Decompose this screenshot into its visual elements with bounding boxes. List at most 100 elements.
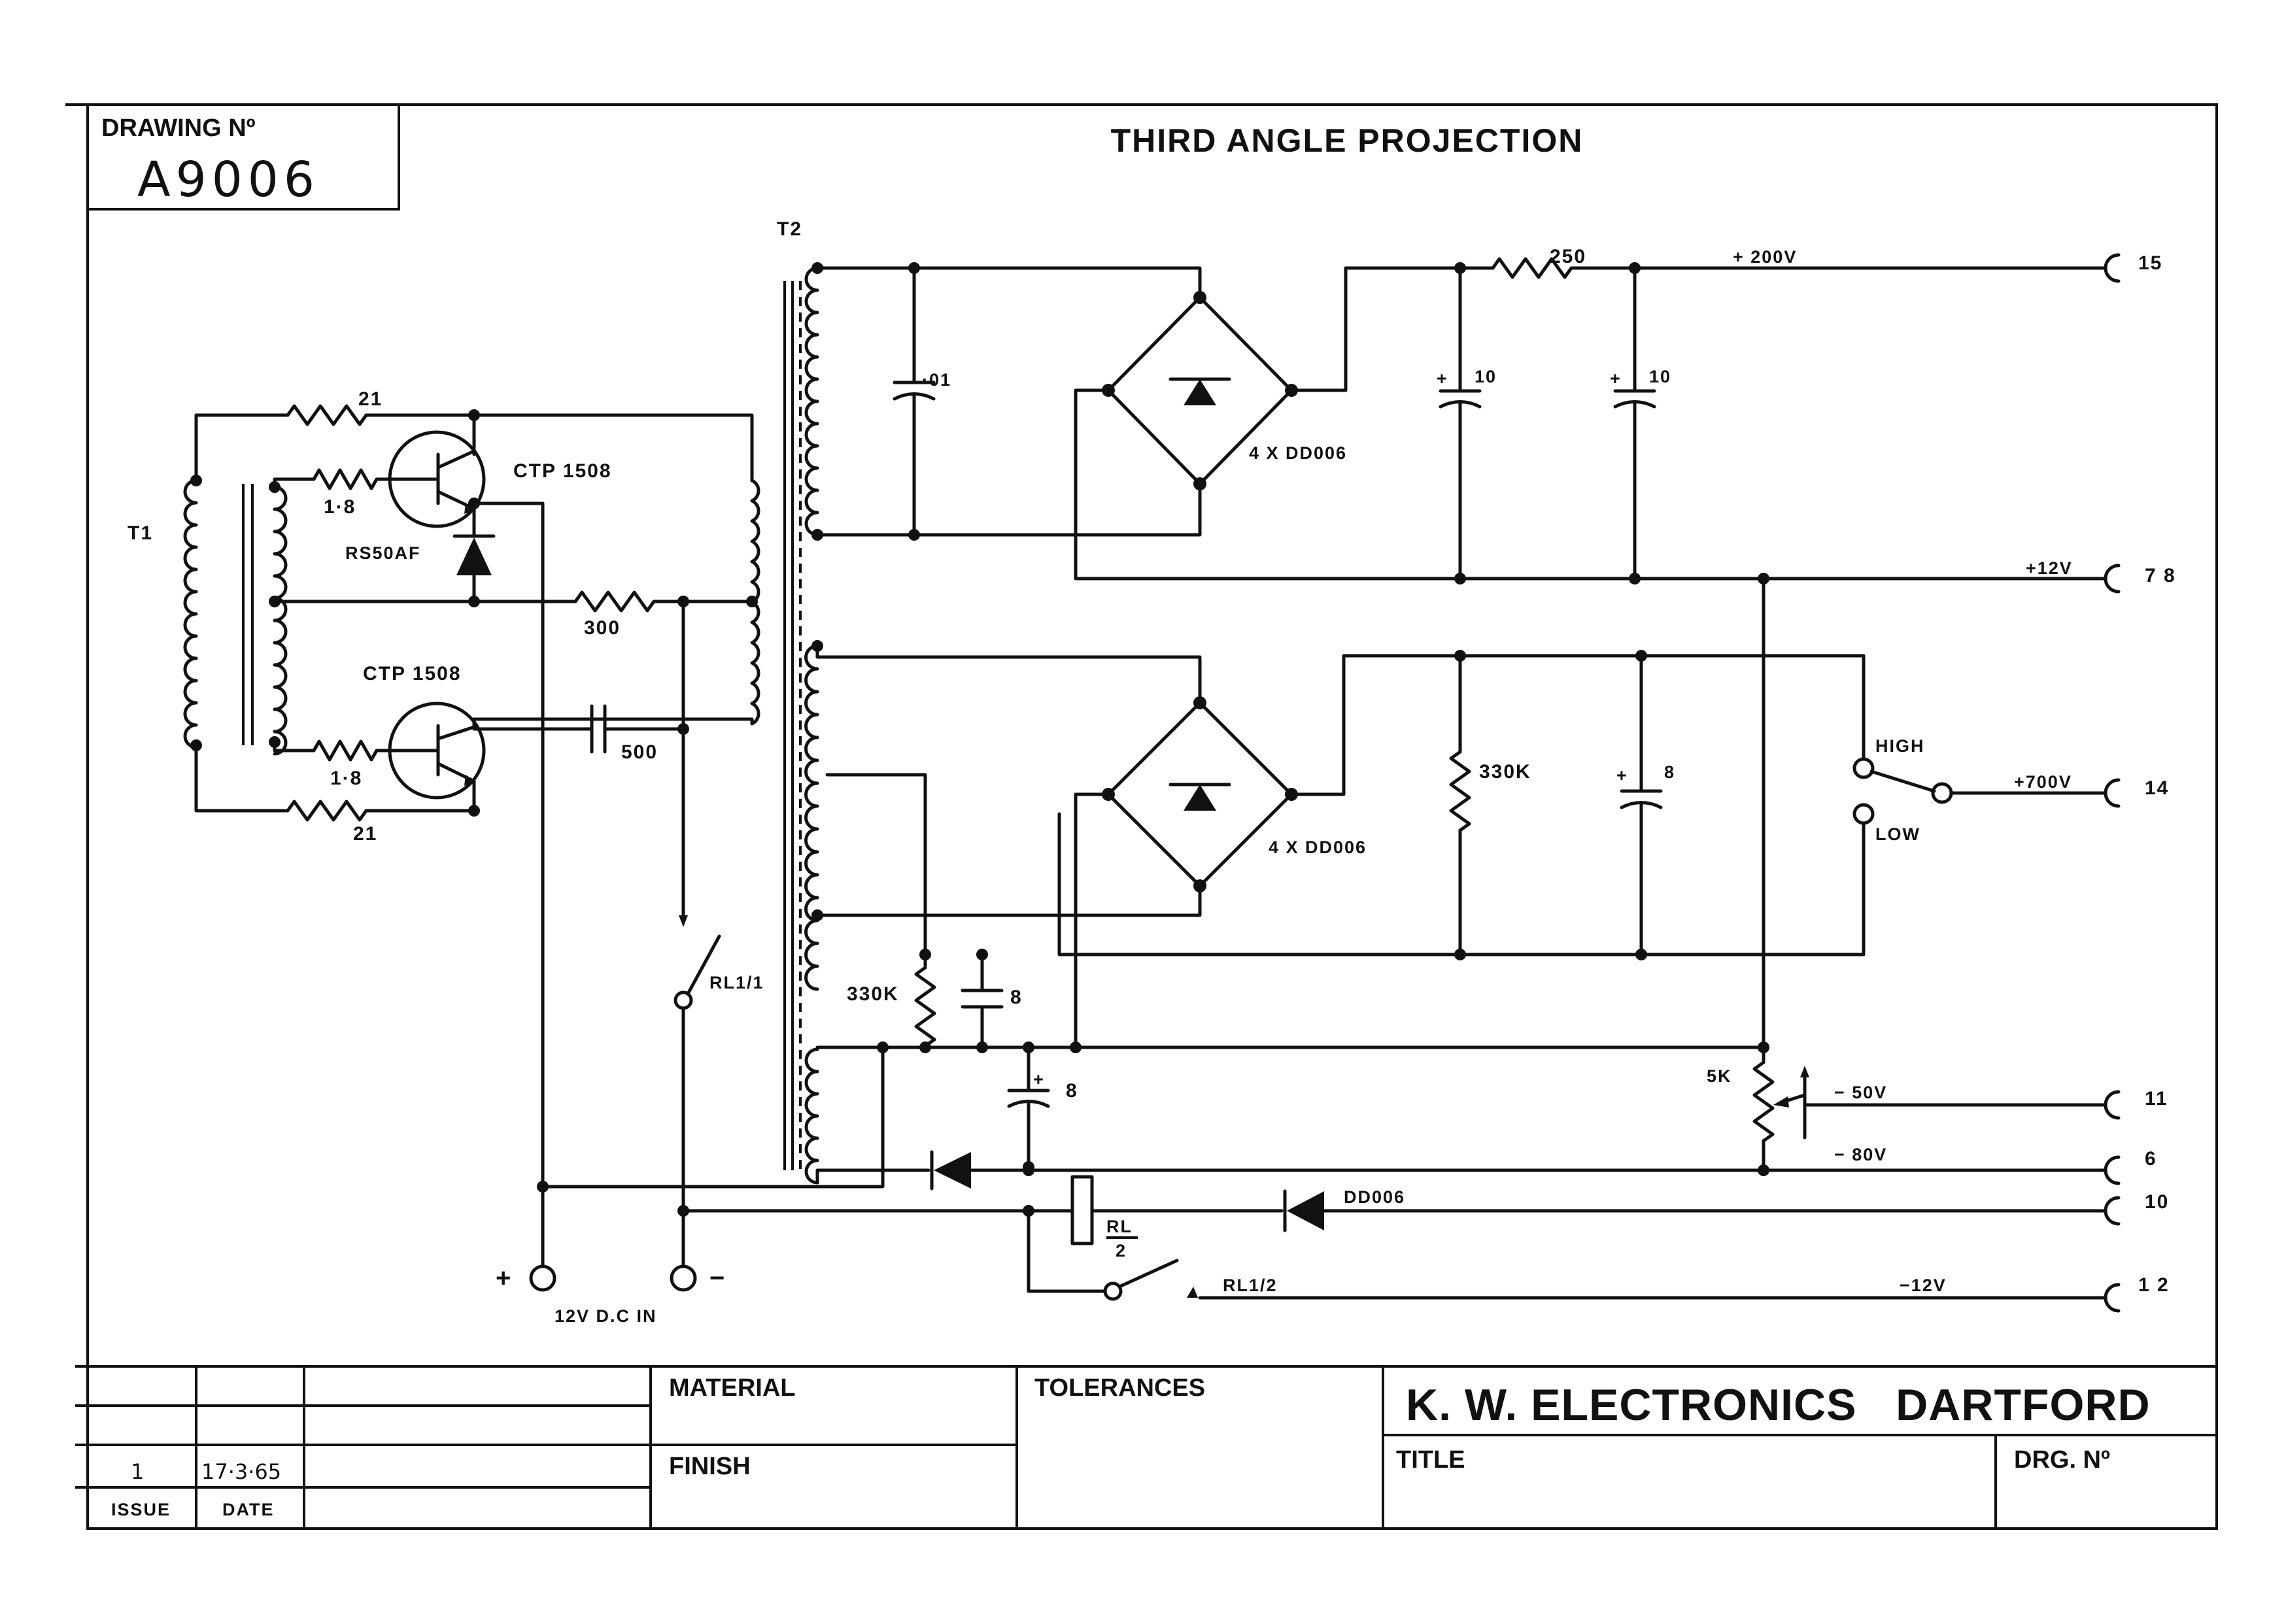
svg-text:15: 15 <box>2138 252 2162 274</box>
cap-10a-label: 10 <box>1475 367 1497 386</box>
transistor-top <box>388 430 486 528</box>
resistor-21-bottom <box>286 800 368 822</box>
diode-dd006 <box>1287 1191 1324 1230</box>
svg-text:6: 6 <box>2145 1148 2157 1170</box>
plus-sign-cap-10a: + <box>1437 369 1448 388</box>
transistor-bottom-label: CTP 1508 <box>363 663 462 685</box>
finish-label: FINISH <box>669 1453 751 1480</box>
resistor-330k-left <box>914 966 936 1048</box>
title-label: TITLE <box>1396 1446 1465 1474</box>
svg-text:+12V: +12V <box>2026 558 2073 578</box>
potentiometer-5k <box>1752 1060 1775 1143</box>
hv200-section: ·01 4 X DD006 250 + 10 <box>804 246 2107 584</box>
bridge-top-label: 4 X DD006 <box>1249 443 1347 463</box>
cap-10b-label: 10 <box>1649 367 1671 386</box>
tolerances-label: TOLERANCES <box>1034 1374 1205 1402</box>
cap-500-label: 500 <box>621 741 658 763</box>
resistor-21-bottom-label: 21 <box>353 823 377 845</box>
high-low-switch <box>1852 757 1953 825</box>
hv700-section: 4 X DD006 330K + 8 HIGH LOW 3 <box>804 640 2107 1049</box>
rs50af-diode <box>456 537 492 575</box>
resistor-21-top-label: 21 <box>358 388 383 410</box>
svg-text:11: 11 <box>2145 1088 2168 1109</box>
relay-coil <box>1070 1175 1094 1245</box>
output-10: 10 <box>2104 1191 2169 1226</box>
svg-text:14: 14 <box>2145 777 2169 799</box>
plus-sign-cap-8-lower: + <box>1033 1070 1045 1089</box>
dc-in-minus: − <box>709 1264 725 1293</box>
resistor-330k-right-label: 330K <box>1479 761 1531 783</box>
dc-in-plus: + <box>496 1264 511 1293</box>
output-neg80v: − 80V 6 <box>1834 1145 2157 1185</box>
svg-text:10: 10 <box>2145 1191 2169 1213</box>
dc-in-label: 12V D.C IN <box>554 1306 657 1326</box>
bridge-rectifier-bottom <box>1102 696 1298 892</box>
negative-supply-section: + 8 5K RL1/1 <box>496 577 2107 1326</box>
cap-01-label: ·01 <box>922 370 951 390</box>
t2-secondary-2-coil <box>804 644 819 991</box>
svg-text:− 80V: − 80V <box>1834 1145 1887 1164</box>
bridge-bottom-label: 4 X DD006 <box>1269 837 1367 857</box>
resistor-1-8-top <box>312 468 379 490</box>
cap-8-left-label: 8 <box>1010 987 1023 1008</box>
company-name: K. W. ELECTRONICS DARTFORD <box>1406 1380 2151 1430</box>
resistor-300 <box>573 590 656 613</box>
issue-value: 1 <box>131 1459 144 1484</box>
t2-secondary-3-coil <box>804 1047 819 1185</box>
resistor-300-label: 300 <box>584 617 621 639</box>
resistor-330k-right <box>1449 750 1471 832</box>
relay-coil-den: 2 <box>1116 1241 1127 1260</box>
t1-primary-coil <box>183 479 198 749</box>
t1-label: T1 <box>128 522 153 544</box>
pot-5k-label: 5K <box>1707 1066 1732 1086</box>
relay-coil-label: RL <box>1106 1217 1133 1236</box>
oscillator-section: T1 21 1·8 CTP 1508 RS50AF <box>128 388 760 1189</box>
drawing-number-box: DRAWING Nº A9006 <box>86 103 400 211</box>
svg-text:−12V: −12V <box>1900 1276 1947 1295</box>
plus-sign-cap-10b: + <box>1610 369 1622 388</box>
transistor-top-label: CTP 1508 <box>513 460 612 482</box>
rl1-2-label: RL1/2 <box>1223 1276 1278 1295</box>
title-block: ISSUE DATE 1 17·3·65 MATERIAL FINISH TOL… <box>75 1365 2217 1529</box>
material-label: MATERIAL <box>669 1374 796 1402</box>
resistor-250-label: 250 <box>1550 246 1586 267</box>
dd006-label: DD006 <box>1344 1187 1405 1207</box>
resistor-1-8-bottom-label: 1·8 <box>330 768 362 789</box>
t2-label: T2 <box>777 218 802 240</box>
resistor-330k-left-label: 330K <box>847 983 899 1005</box>
output-neg12v: −12V 1 2 <box>1900 1274 2170 1313</box>
resistor-1-8-bottom <box>312 739 379 762</box>
svg-text:7 8: 7 8 <box>2145 565 2176 586</box>
plus-sign-cap-8-right: + <box>1616 766 1628 785</box>
drawing-number-label: DRAWING Nº <box>101 114 256 142</box>
output-terminals: + 200V 15 +12V 7 8 +700V 14 − 50V 11 − 8… <box>1733 247 2176 1313</box>
rs50af-label: RS50AF <box>345 543 421 563</box>
bridge-rectifier-top <box>1102 291 1298 490</box>
svg-text:1 2: 1 2 <box>2138 1274 2170 1296</box>
issue-header: ISSUE <box>111 1500 171 1519</box>
svg-text:+700V: +700V <box>2014 772 2072 792</box>
t1-feedback-coil <box>273 485 288 756</box>
diode-neg80 <box>934 1152 971 1189</box>
date-value: 17·3·65 <box>201 1459 281 1484</box>
drawing-number-value: A9006 <box>137 152 320 208</box>
projection-title: THIRD ANGLE PROJECTION <box>1111 122 1584 159</box>
resistor-250 <box>1491 257 1573 279</box>
t2-core: T2 <box>777 218 802 1170</box>
svg-text:+ 200V: + 200V <box>1733 247 1797 267</box>
cap-8-lower-label: 8 <box>1066 1080 1078 1102</box>
sheet-border <box>65 103 2218 1530</box>
t2-secondary-1-coil <box>804 266 819 537</box>
svg-text:− 50V: − 50V <box>1834 1083 1887 1102</box>
output-neg50v: − 50V 11 <box>1834 1083 2168 1120</box>
output-700v: +700V 14 <box>2014 772 2169 808</box>
dc-in-negative-terminal <box>670 1264 697 1292</box>
resistor-21-top <box>286 404 368 426</box>
cap-8-right-label: 8 <box>1664 762 1675 782</box>
switch-low-label: LOW <box>1875 824 1920 844</box>
date-header: DATE <box>222 1500 275 1519</box>
drg-no-label: DRG. Nº <box>2014 1446 2110 1474</box>
dc-in-positive-terminal <box>529 1264 556 1292</box>
